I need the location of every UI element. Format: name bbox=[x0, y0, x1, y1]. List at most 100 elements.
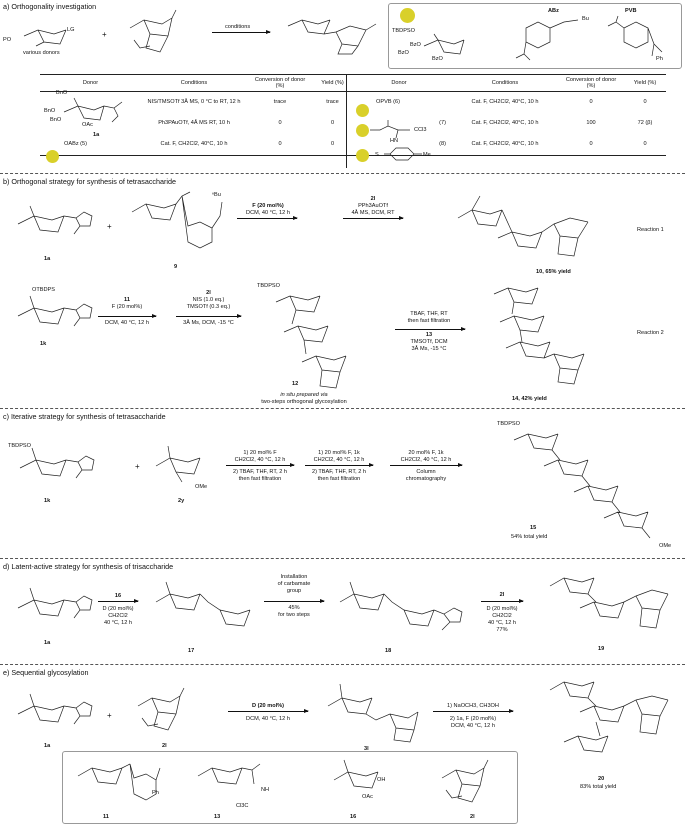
legend-ph: Ph bbox=[656, 56, 663, 62]
conv-cell: trace bbox=[273, 99, 287, 106]
latent-step2-line5: for two steps bbox=[278, 612, 310, 618]
cpd-9-nbu: ⁿBu bbox=[212, 192, 221, 198]
reaction1-step1-line1: F (20 mol%) bbox=[252, 203, 284, 209]
cpd-2y-label: 2y bbox=[178, 498, 185, 504]
iterative-step1-line3: 2) TBAF, THF, RT, 2 h bbox=[232, 469, 288, 475]
donor-1a-id: 1a bbox=[93, 132, 100, 138]
donor-7-imidate-structure bbox=[370, 120, 410, 139]
donor-7-cell: (7) bbox=[346, 113, 452, 134]
reaction1-step2-line1: 2l bbox=[370, 196, 376, 202]
cond-cell: NIS/TMSOTf 3Å MS, 0 °C to RT, 12 h bbox=[147, 99, 241, 106]
plus-sign: + bbox=[107, 222, 112, 231]
reaction2-step1-line2: F (20 mol%) bbox=[111, 304, 143, 310]
reaction2-label: Reaction 2 bbox=[637, 330, 664, 336]
sequential-arrow-1 bbox=[228, 709, 309, 713]
header-donor: Donor bbox=[346, 74, 452, 92]
donor-7-hn: HN bbox=[390, 138, 399, 144]
reaction1-step2-line2: PPh3AuOTf bbox=[358, 203, 388, 209]
section-divider-b bbox=[0, 408, 685, 409]
box-cpd-11-label: 11 bbox=[103, 814, 109, 820]
cpd-1k-label-c: 1k bbox=[44, 498, 51, 504]
donor-5-ball-icon bbox=[46, 150, 59, 163]
reaction2-step1-line3: DCM, 40 °C, 12 h bbox=[105, 320, 149, 326]
section-b-title: b) Orthogonal strategy for synthesis of … bbox=[3, 177, 176, 186]
glycosyl-donor-ball-icon bbox=[400, 8, 415, 23]
legend-bzo-3: BzO bbox=[432, 56, 443, 62]
sequential-step2-line3: DCM, 40 °C, 12 h bbox=[451, 723, 495, 729]
iterative-step3-line4: chromatography bbox=[405, 476, 447, 482]
latent-step3-line2: D (20 mol%) bbox=[486, 606, 518, 612]
latent-arrow-1 bbox=[98, 599, 139, 603]
iterative-step2-line4: then fast filtration bbox=[317, 476, 361, 482]
header-yield: Yield (%) bbox=[624, 74, 666, 92]
plus-sign: + bbox=[107, 711, 112, 720]
cond-cell: Ph3PAuOTf, 4Å MS RT, 10 h bbox=[158, 120, 230, 126]
reaction2-step3-line1: TBAF, THF, RT bbox=[410, 311, 448, 317]
table-row: NIS/TMSOTf 3Å MS, 0 °C to RT, 12 h trace… bbox=[40, 92, 352, 113]
cond-cell: Cat. F, CH2Cl2, 40°C, 10 h bbox=[471, 120, 539, 126]
header-conversion: Conversion of donor (%) bbox=[247, 74, 313, 92]
product-14-label: 14, 42% yield bbox=[512, 396, 547, 402]
box-cpd-2l-label: 2l bbox=[470, 814, 475, 820]
box-cpd-11-structure bbox=[77, 763, 161, 801]
donor-6-label: OPVB (6) bbox=[376, 99, 400, 106]
conv-cell: 0 bbox=[278, 141, 282, 148]
reaction2-arrow-3 bbox=[395, 327, 466, 331]
donor-lg-label: LG bbox=[67, 27, 75, 33]
cpd-12-label: 12 bbox=[292, 381, 299, 387]
box-cpd-16-label: 16 bbox=[350, 814, 357, 820]
cpd-2y-ome: OMe bbox=[195, 484, 208, 490]
reaction1-step2-line3: 4Å MS, DCM, RT bbox=[351, 210, 395, 216]
table-row: (7) Cat. F, CH2Cl2, 40°C, 10 h 100 72 (β… bbox=[346, 113, 666, 134]
in-situ-note-2: two-steps orthogonal glycosylation bbox=[261, 399, 347, 405]
product-10-structure bbox=[457, 195, 589, 257]
iterative-step2-line3: 2) TBAF, THF, RT, 2 h bbox=[311, 469, 367, 475]
orthogonality-table-right: Donor Conditions Conversion of donor (%)… bbox=[346, 74, 666, 156]
yield-cell: 72 (β) bbox=[637, 120, 653, 126]
cpd-15-yield: 54% total yield bbox=[511, 534, 548, 540]
box-cpd-13-ccl3: Cl3C bbox=[236, 803, 249, 809]
donor-5-cell: OABz (5) bbox=[40, 134, 141, 156]
latent-arrow-2 bbox=[264, 599, 325, 603]
cpd-19-label: 19 bbox=[598, 646, 605, 652]
donor-1a-oac: OAc bbox=[82, 122, 93, 128]
sequential-arrow-2 bbox=[433, 709, 514, 713]
donor-7-ball-icon bbox=[356, 124, 369, 137]
header-conditions: Conditions bbox=[141, 74, 247, 92]
cpd-2y-structure bbox=[155, 445, 201, 483]
legend-box bbox=[388, 3, 682, 69]
reaction2-step3-line2: then fast filtration bbox=[407, 318, 451, 324]
cpd-1k-structure bbox=[17, 295, 93, 327]
acceptor-2l-structure bbox=[129, 9, 177, 53]
donor-po-label: PO bbox=[3, 37, 12, 43]
cpd-20-yield: 83% total yield bbox=[580, 784, 617, 790]
box-cpd-16-oac: OAc bbox=[362, 794, 373, 800]
donor-1a-bno-2: BnO bbox=[44, 108, 56, 114]
iterative-step3-line3: Column bbox=[416, 469, 436, 475]
donor-7-ccl3: CCl3 bbox=[414, 127, 427, 133]
cpd-1a-structure bbox=[17, 205, 93, 235]
reaction1-arrow-1 bbox=[237, 216, 298, 220]
section-divider-a bbox=[0, 173, 685, 174]
iterative-step3-line2: CH2Cl2, 40 °C, 12 h bbox=[400, 457, 452, 463]
cpd-1k-label: 1k bbox=[40, 341, 47, 347]
cpd-12-tbdpso: TBDPSO bbox=[257, 283, 281, 289]
reaction2-step2-line4: 3Å Ms, DCM, -15 °C bbox=[183, 320, 234, 326]
cpd-2l-structure bbox=[137, 687, 185, 731]
conv-cell: 0 bbox=[278, 120, 282, 126]
latent-step2-line3: group bbox=[286, 588, 302, 594]
donor-1a-structure bbox=[63, 97, 123, 123]
header-conditions: Conditions bbox=[452, 74, 558, 92]
reagent-structures-box bbox=[62, 751, 518, 824]
yield-cell: 0 bbox=[330, 120, 335, 126]
iterative-step1-line1: 1) 20 mol% F bbox=[243, 450, 277, 456]
latent-step1-line1: 16 bbox=[114, 593, 122, 599]
in-situ-text: in situ prepared via bbox=[280, 392, 328, 398]
yield-cell: 0 bbox=[643, 141, 647, 148]
latent-step3-line1: 2l bbox=[499, 592, 505, 598]
box-cpd-13-nh: NH bbox=[261, 787, 270, 793]
table-row: Ph3PAuOTf, 4Å MS RT, 10 h 0 0 bbox=[40, 113, 352, 134]
donor-5-label: OABz (5) bbox=[64, 141, 88, 148]
box-cpd-13-label: 13 bbox=[214, 814, 221, 820]
conv-cell: 0 bbox=[589, 141, 593, 148]
